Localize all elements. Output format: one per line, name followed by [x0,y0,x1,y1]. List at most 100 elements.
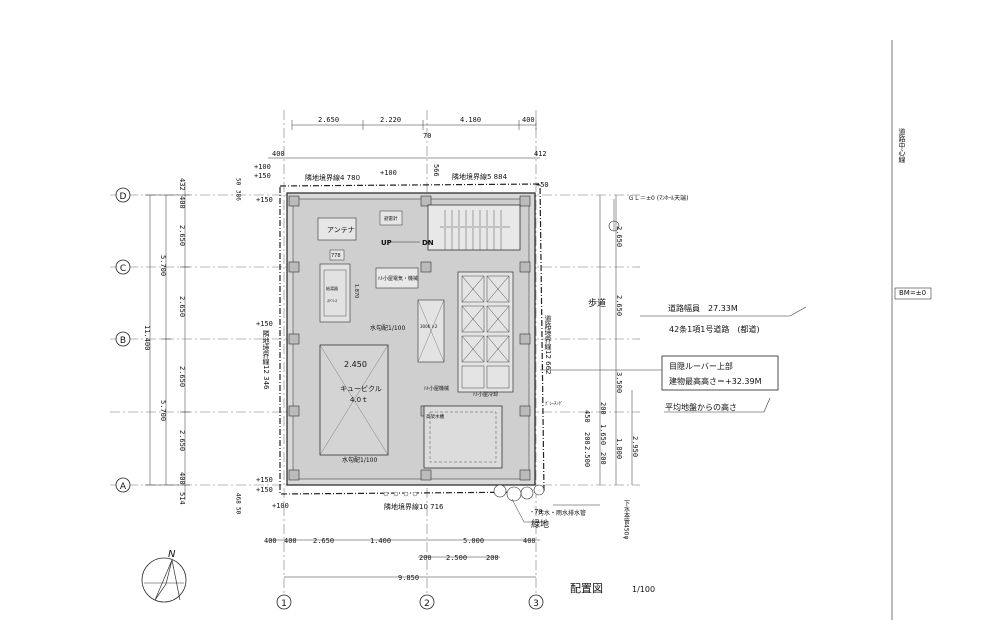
bottom-dim-6: 400 [523,537,536,545]
bm-label-box [894,287,932,300]
elevated-tank-inner [429,411,497,463]
avg-ground-label: 平均地盤からの高さ [665,402,737,412]
top-level-1: +100 [254,163,271,171]
top-level-4: 566 [432,164,440,177]
right-dim-2: 2.650 [615,295,623,316]
left-inner-5: 2.650 [178,366,186,387]
mech-room-box [375,267,419,289]
grid-row-bubbles: D C B A [115,187,131,493]
elevated-tank-label: 高架水槽 [426,413,444,420]
water-heater-inner [323,269,347,317]
left-small-2: 386 [235,190,242,201]
avg-ground-leader [664,397,771,413]
left-small-1: 50 [235,178,242,186]
right-dim-7: 1.800 [615,438,623,459]
stair-area [427,204,521,251]
drawing-scale: 1/100 [632,585,655,594]
green-leader [511,498,545,523]
left-inner-6: 2.650 [178,430,186,451]
grid-label-1: 1 [281,599,287,609]
left-total: 11.400 [143,325,151,350]
left-outer-2: 5.700 [159,400,167,421]
grid-label-a: A [120,482,127,492]
left-small-4: 50 [235,507,242,515]
louver-note-box [661,355,779,391]
top-dim-1: 2.650 [318,116,339,124]
road-type-label: 42条1項1号道路 (都道) [669,324,760,334]
drawing-title: 配置図 [570,582,603,595]
grid-label-2: 2 [424,599,430,609]
grid-bubble-c [115,259,131,275]
bottom-dim-1: 400 [264,537,277,545]
top-dim-6: 70 [423,132,431,140]
grid-label-c: C [120,264,126,274]
grid-label-3: 3 [533,599,539,609]
right-dim-1: 2.650 [615,226,623,247]
grating-label: ｸﾞﾚｰﾁﾝｸﾞ [545,400,563,407]
dim-2450: 2.450 [344,360,367,369]
boundary-top-left: 隣地境界線4 780 [305,173,360,182]
bottom-level-1: +100 [272,502,289,510]
green-label: 緑地 [531,518,549,530]
road-width-leader [640,306,807,317]
top-level-2: +150 [254,172,271,180]
lightning-rod-label: 避雷針 [384,215,398,222]
left-inner-3: 2.650 [178,225,186,246]
boundary-left: 隣地境界線12 346 [262,329,270,390]
top-dim-4: 400 [522,116,535,124]
bottom-level-2: -70 [530,508,543,516]
dim-778: 778 [331,253,341,259]
lightning-rod-box [379,210,403,226]
boundary-bottom: 隣地境界線10 716 [384,502,444,511]
antenna-label: アンテナ [327,226,355,234]
water-heater-label: 給湯器 [326,285,338,291]
right-dim-3: 3.500 [615,372,623,393]
left-inner-4: 2.650 [178,296,186,317]
equip-778-box [329,249,345,261]
right-dim-11: 200 [599,452,607,465]
sewer-label-1: 汚水・雨水排水管 [538,509,586,517]
site-boundary [279,183,545,495]
left-small-3: 468 [235,493,242,504]
stair-up-label: UP [381,239,392,247]
grid-bubble-3 [528,594,544,610]
right-dim-9: 200 [583,432,591,445]
grid-label-d: D [120,192,127,202]
left-outer-1: 5.700 [159,255,167,276]
top-level-3: +100 [380,169,397,177]
cubicle-diag-2 [319,344,389,456]
bottom-dim-8: 2.500 [446,554,467,562]
left-inner-7: 400 [178,472,186,485]
top-dim-3: 4.180 [460,116,481,124]
right-dim-4: 200 [599,402,607,415]
north-arrow [141,557,187,603]
grid-bubble-d [115,187,131,203]
sewer-label-2: 下水本管450φ [623,500,630,539]
left-level-1: +150 [256,196,273,204]
left-inner-8: 514 [178,492,186,505]
sidewalk-label: 歩道 [588,297,606,309]
bottom-dim-lines [268,539,540,578]
bottom-dim-5: 5.000 [463,537,484,545]
louver-note-2: 建物最高高さ＝+32.39M [669,376,762,386]
grid-bubble-b [115,331,131,347]
left-level-3: +150 [256,476,273,484]
gl-note: ＧＬ＝±0 (ﾏﾝﾎｰﾙ天端) [628,194,688,202]
stair-dn-label: DN [422,239,434,247]
mech-room-label: ﾊﾄ小屋電気・機械 [378,275,418,282]
grid-bubble-a [115,477,131,493]
dim-1870: 1.870 [353,284,359,298]
water-heater-box [319,263,351,323]
top-dim-2: 2.220 [380,116,401,124]
left-level-2: +150 [256,320,273,328]
road-width-label: 道路幅員 27.33M [668,303,738,313]
bottom-dim-7: 200 [419,554,432,562]
cooling-label: ﾊﾄ小屋冷却 [473,391,498,398]
right-dim-10: 2.500 [583,446,591,467]
cubicle-weight: 4.0ｔ [350,396,368,404]
right-dim-6: 1.650 [599,424,607,445]
top-dim-5: 400 [272,150,285,158]
left-dim-lines [145,182,190,500]
grid-bubble-1 [276,594,292,610]
fence-dots [383,491,418,497]
